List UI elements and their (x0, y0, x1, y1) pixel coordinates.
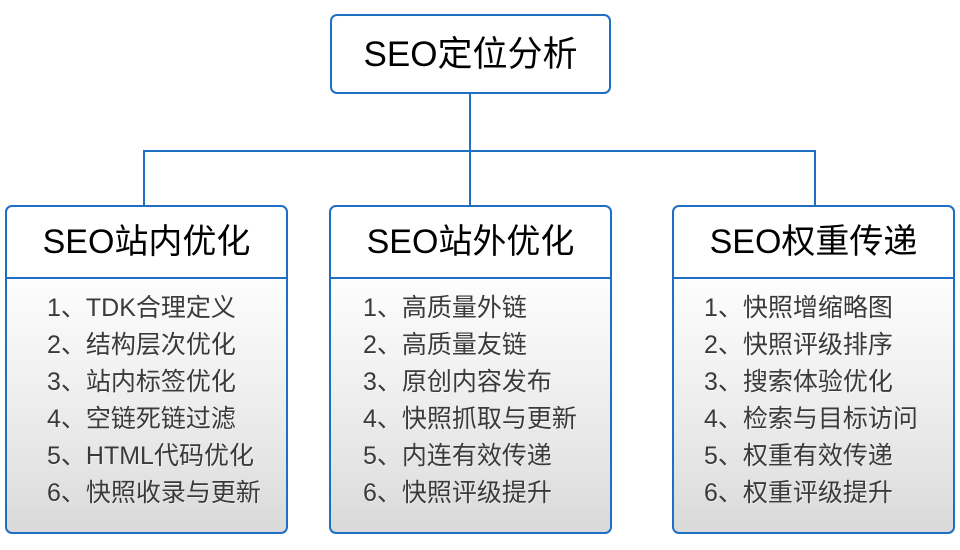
list-item: 3、搜索体验优化 (704, 368, 893, 396)
branch-column-3: SEO权重传递 1、快照增缩略图 2、快照评级排序 3、搜索体验优化 4、检索与… (672, 205, 955, 534)
branch-header-3[interactable]: SEO权重传递 (672, 205, 955, 279)
list-item: 4、快照抓取与更新 (363, 405, 577, 433)
list-item: 2、快照评级排序 (704, 331, 893, 359)
list-item: 3、原创内容发布 (363, 368, 552, 396)
root-node-label: SEO定位分析 (363, 34, 578, 74)
list-item: 2、高质量友链 (363, 331, 527, 359)
branch-header-1[interactable]: SEO站内优化 (5, 205, 288, 279)
connector-root-stem (469, 94, 471, 151)
branch-body-1: 1、TDK合理定义 2、结构层次优化 3、站内标签优化 4、空链死链过滤 5、H… (5, 279, 288, 534)
list-item: 1、TDK合理定义 (47, 294, 236, 322)
branch-body-3: 1、快照增缩略图 2、快照评级排序 3、搜索体验优化 4、检索与目标访问 5、权… (672, 279, 955, 534)
branch-column-2: SEO站外优化 1、高质量外链 2、高质量友链 3、原创内容发布 4、快照抓取与… (329, 205, 612, 534)
connector-branch-1 (143, 150, 145, 206)
list-item: 4、空链死链过滤 (47, 405, 236, 433)
root-node[interactable]: SEO定位分析 (330, 14, 611, 94)
list-item: 5、权重有效传递 (704, 442, 893, 470)
branch-header-2[interactable]: SEO站外优化 (329, 205, 612, 279)
list-item: 4、检索与目标访问 (704, 405, 918, 433)
list-item: 6、权重评级提升 (704, 479, 893, 507)
branch-header-label-1: SEO站内优化 (42, 223, 251, 261)
list-item: 2、结构层次优化 (47, 331, 236, 359)
connector-branch-2 (469, 150, 471, 206)
connector-horizontal-bus (143, 150, 816, 152)
list-item: 3、站内标签优化 (47, 368, 236, 396)
list-item: 5、HTML代码优化 (47, 442, 254, 470)
list-item: 1、快照增缩略图 (704, 294, 893, 322)
branch-column-1: SEO站内优化 1、TDK合理定义 2、结构层次优化 3、站内标签优化 4、空链… (5, 205, 288, 534)
branch-body-2: 1、高质量外链 2、高质量友链 3、原创内容发布 4、快照抓取与更新 5、内连有… (329, 279, 612, 534)
list-item: 1、高质量外链 (363, 294, 527, 322)
connector-branch-3 (814, 150, 816, 206)
branch-header-label-3: SEO权重传递 (709, 223, 918, 261)
branch-header-label-2: SEO站外优化 (366, 223, 575, 261)
list-item: 6、快照收录与更新 (47, 479, 261, 507)
list-item: 5、内连有效传递 (363, 442, 552, 470)
list-item: 6、快照评级提升 (363, 479, 552, 507)
